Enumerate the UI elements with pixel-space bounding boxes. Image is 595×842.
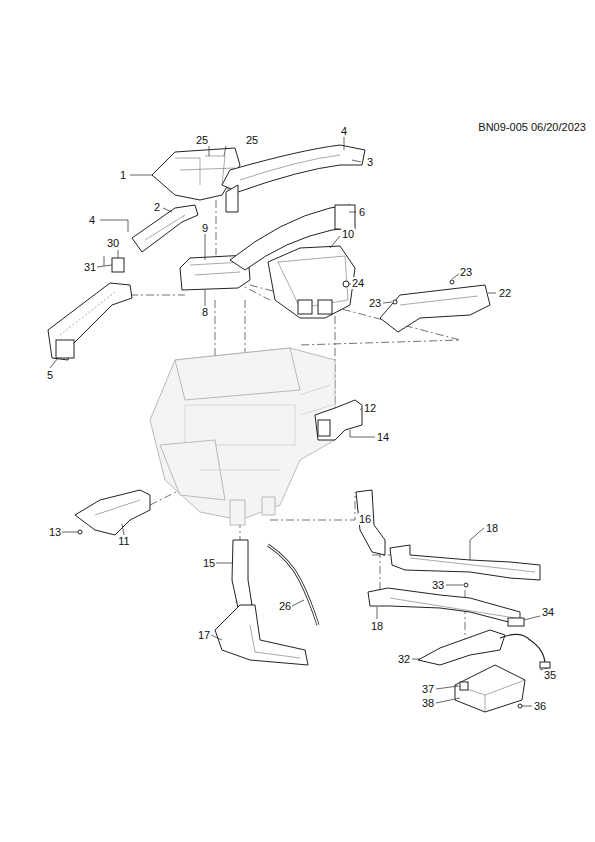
callout-number: 30	[106, 237, 120, 249]
callout-number: 4	[340, 125, 348, 137]
callout-number: 3	[366, 156, 374, 168]
callout-number: 10	[341, 228, 355, 240]
callout-number: 15	[202, 557, 216, 569]
callout-number: 25	[195, 134, 209, 146]
callout-number: 24	[351, 277, 365, 289]
callout-number: 13	[48, 526, 62, 538]
callout-number: 36	[533, 700, 547, 712]
callout-number: 16	[358, 513, 372, 525]
callout-number: 18	[485, 522, 499, 534]
callout-number: 25	[245, 134, 259, 146]
callout-number: 14	[376, 431, 390, 443]
callout-number: 9	[201, 222, 209, 234]
callout-number: 2	[153, 201, 161, 213]
drawing-code: BN09-005 06/20/2023	[477, 121, 587, 133]
callout-number: 6	[358, 206, 366, 218]
callout-number: 11	[117, 535, 130, 547]
callout-number: 4	[88, 214, 96, 226]
callout-number: 23	[368, 297, 382, 309]
callout-number: 8	[201, 306, 209, 318]
callout-number: 12	[363, 402, 377, 414]
callout-number: 5	[46, 369, 54, 381]
callout-number: 26	[278, 600, 292, 612]
callout-number: 37	[421, 683, 435, 695]
callout-number: 1	[119, 169, 127, 181]
callout-number: 23	[459, 266, 473, 278]
callout-number: 17	[197, 629, 211, 641]
callout-number: 35	[543, 669, 557, 681]
callout-number: 32	[397, 653, 411, 665]
callout-number: 34	[541, 606, 555, 618]
callout-number: 38	[421, 697, 435, 709]
callout-number: 18	[370, 620, 384, 632]
callout-number: 31	[83, 261, 97, 273]
callout-number: 22	[498, 287, 512, 299]
callout-number: 33	[431, 579, 445, 591]
